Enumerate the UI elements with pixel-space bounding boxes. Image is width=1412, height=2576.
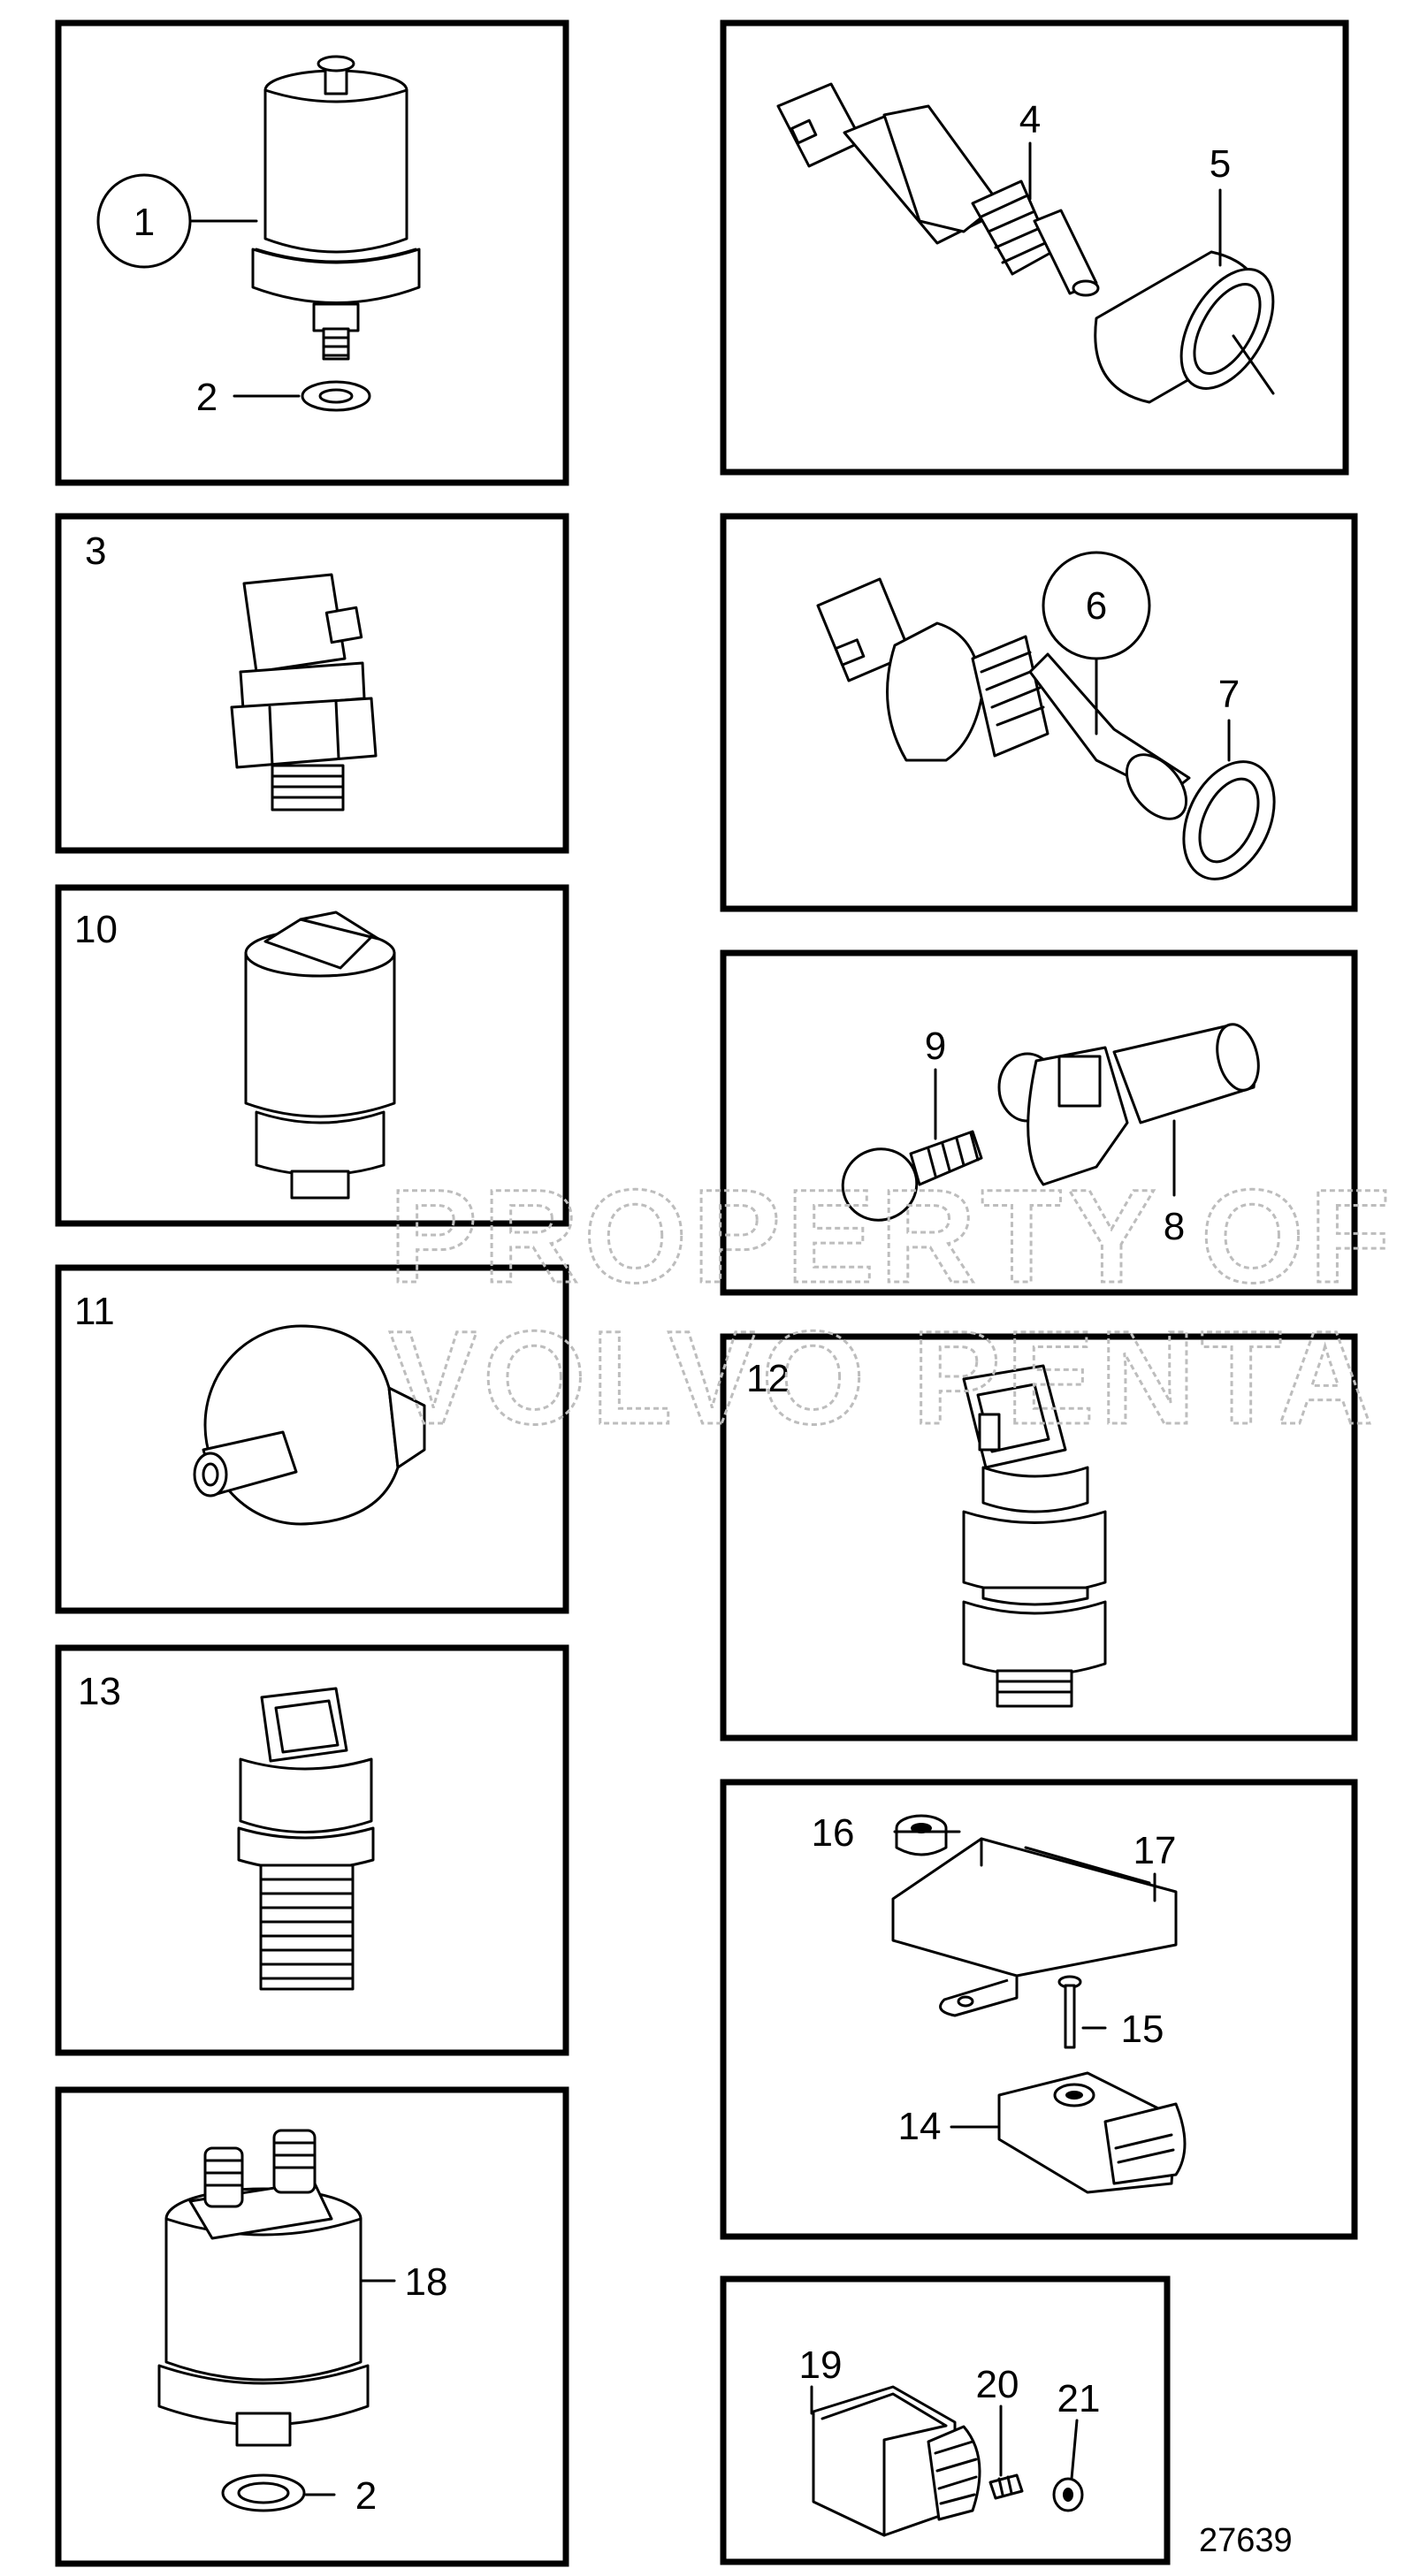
panel-3: 3	[55, 513, 569, 854]
callout-2b: 2	[355, 2474, 377, 2518]
panel-9-frame	[55, 1644, 569, 2056]
panel-9: 13	[55, 1644, 569, 2056]
pressure-sensor-part	[962, 1364, 1107, 1708]
leader-21	[1070, 2419, 1079, 2481]
callout-7: 7	[1218, 673, 1240, 716]
panel-6: 9 8	[720, 949, 1358, 1296]
washer-part	[221, 2473, 306, 2512]
panel-2-frame	[720, 19, 1349, 476]
callout-20: 20	[976, 2363, 1019, 2406]
panel-10: 16 17 15 14	[720, 1779, 1358, 2240]
panel-8: 12	[720, 1333, 1358, 1741]
temperature-sensor-part	[776, 82, 1100, 297]
panel-5-frame	[55, 884, 569, 1227]
callout-17: 17	[1133, 1829, 1177, 1872]
callout-19: 19	[799, 2344, 843, 2387]
grommet-part	[895, 1814, 948, 1856]
panel-1: 1 2	[55, 19, 569, 486]
dual-terminal-sender-part	[157, 2129, 370, 2447]
capsule-sensor-part	[193, 1324, 426, 1526]
panel-1-frame	[55, 19, 569, 486]
document-number: 27639	[1199, 2522, 1293, 2559]
panel-6-frame	[720, 949, 1358, 1296]
sensor-part	[816, 577, 1191, 820]
sleeve-part	[1094, 250, 1275, 404]
pressure-switch-part	[230, 573, 378, 812]
panel-label-3: 3	[85, 530, 106, 573]
callout-8: 8	[1164, 1205, 1185, 1248]
plug-part	[1052, 2477, 1084, 2512]
panel-7: 11	[55, 1264, 569, 1614]
callout-16: 16	[812, 1811, 855, 1855]
control-module-part	[812, 2385, 981, 2537]
callout-4: 4	[1019, 98, 1041, 141]
panel-label-13: 13	[78, 1670, 121, 1713]
panel-7-frame	[55, 1264, 569, 1614]
callout-6: 6	[1086, 584, 1107, 628]
bracket-part	[891, 1837, 1178, 2017]
pin-part	[988, 2473, 1024, 2500]
map-sensor-part	[997, 2071, 1187, 2194]
panel-label-10: 10	[74, 908, 118, 951]
panel-4: 6 7	[720, 513, 1358, 912]
position-sensor-part	[997, 1023, 1260, 1186]
callout-9: 9	[925, 1025, 946, 1068]
panel-10-frame	[720, 1779, 1358, 2240]
callout-5: 5	[1210, 142, 1231, 186]
washer-part	[301, 380, 371, 412]
panel-4-frame	[720, 513, 1358, 912]
panel-12-frame	[720, 2275, 1171, 2565]
watermark: PROPERTY OF VOLVO PENTA	[388, 1161, 1395, 1453]
watermark-line-1: PROPERTY OF	[389, 1162, 1395, 1310]
panel-11: 18 2	[55, 2086, 569, 2567]
pressure-sender-part	[251, 55, 421, 361]
panel-3-frame	[55, 513, 569, 854]
threaded-switch-part	[237, 1687, 375, 1991]
panel-8-frame	[720, 1333, 1358, 1741]
screw-part	[1057, 1975, 1082, 2049]
panel-label-11: 11	[74, 1290, 115, 1333]
callout-15: 15	[1121, 2008, 1164, 2051]
panel-12: 19 20 21	[720, 2275, 1171, 2565]
panel-2: 4 5	[720, 19, 1349, 476]
callout-18: 18	[405, 2260, 448, 2304]
cylindrical-switch-part	[244, 911, 396, 1200]
watermark-line-2: VOLVO PENTA	[389, 1303, 1378, 1452]
washer-part	[1182, 760, 1276, 880]
panel-11-frame	[55, 2086, 569, 2567]
callout-1: 1	[134, 201, 155, 244]
panel-label-12: 12	[746, 1357, 790, 1400]
callout-14: 14	[898, 2105, 942, 2148]
callout-21: 21	[1057, 2377, 1101, 2420]
panel-5: 10	[55, 884, 569, 1227]
callout-2: 2	[196, 376, 218, 419]
bolt-part	[841, 1130, 983, 1222]
